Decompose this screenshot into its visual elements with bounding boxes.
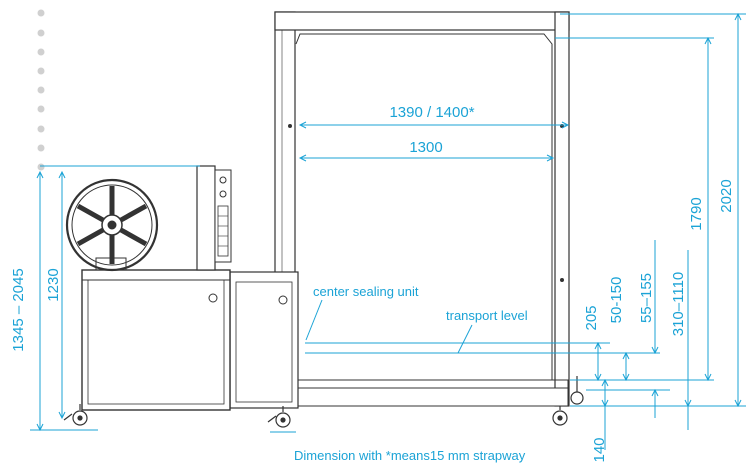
dim-height-inner: 1790	[688, 197, 705, 230]
dim-inner-width: 1300	[409, 139, 442, 156]
dim-height-total: 2020	[718, 179, 735, 212]
dim-total-width: 1390 / 1400*	[389, 104, 474, 121]
decorative-dots	[37, 9, 45, 171]
dimension-lines	[30, 12, 746, 450]
dim-140: 140	[591, 437, 608, 462]
label-center-sealing-unit: center sealing unit	[313, 284, 419, 299]
dim-50-150: 50-150	[608, 277, 625, 324]
dim-table-height: 1230	[45, 268, 62, 301]
label-transport-level: transport level	[446, 308, 528, 323]
dim-205: 205	[583, 305, 600, 330]
dim-310-1110: 310–1110	[670, 272, 687, 337]
dim-55-155: 55–155	[638, 273, 655, 323]
machine-outline	[63, 11, 584, 428]
footnote-strapway: Dimension with *means15 mm strapway	[294, 448, 526, 463]
dim-table-height-range: 1345 – 2045	[10, 268, 27, 351]
